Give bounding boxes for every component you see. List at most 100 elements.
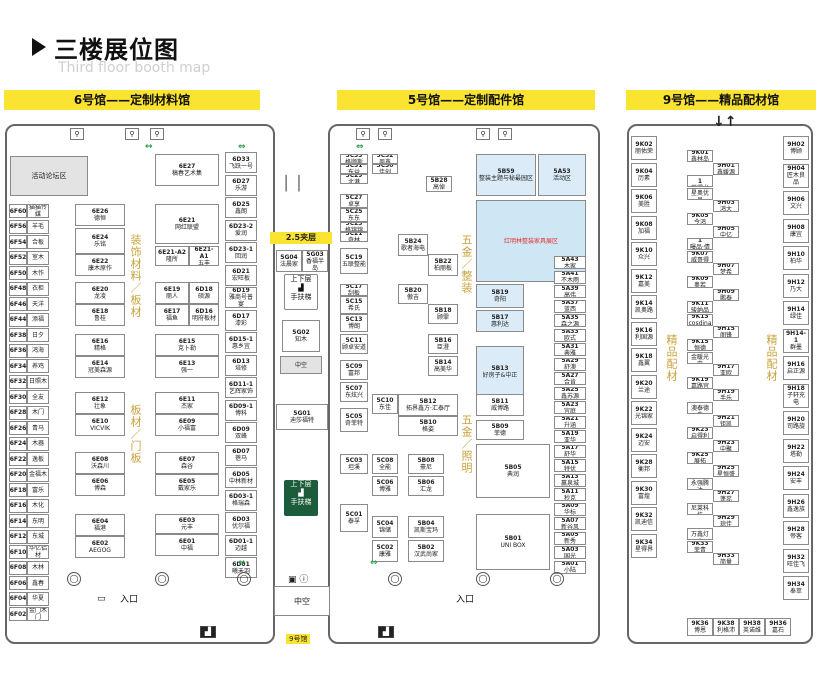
booth-6f-name[interactable]: 添福 [27, 312, 49, 327]
booth-9mid[interactable]: 9K27永强腾达 [687, 477, 713, 490]
booth-6f-code[interactable]: 6F34 [9, 359, 27, 373]
booth-6f-name[interactable]: 养鸡 [27, 359, 49, 373]
booth-6f-code[interactable]: 6F02 [9, 607, 27, 621]
booth-6f-code[interactable]: 6F56 [9, 219, 27, 234]
void-area[interactable]: 中空 [280, 356, 322, 374]
booth-6f-code[interactable]: 6F48 [9, 281, 27, 296]
booth-6f-code[interactable]: 6F52 [9, 250, 27, 265]
booth-6f-code[interactable]: 6F60 [9, 204, 27, 218]
booth-6f-code[interactable]: 6F54 [9, 235, 27, 249]
booth-6f-name[interactable]: 衣柜 [27, 281, 49, 296]
booth-6f-name[interactable]: 天洋 [27, 297, 49, 311]
booth-9mid[interactable]: 9K21澳泰德鑫 [687, 402, 713, 414]
booth-6f-name[interactable]: 羊毛 [27, 219, 49, 234]
booth-6f-code[interactable]: 6F06 [9, 576, 27, 590]
booth-6f-code[interactable]: 6F16 [9, 498, 27, 513]
booth-6f-name[interactable]: 猫猫传媒 [27, 204, 49, 218]
booth-6f-name[interactable]: 木化 [27, 498, 49, 513]
booth-6f-name[interactable]: 日照木 [27, 374, 49, 389]
booth-6f-code[interactable]: 6F32 [9, 374, 27, 389]
booth-6f-name[interactable]: 室木 [27, 250, 49, 265]
booth-6f-code[interactable]: 6F10 [9, 545, 27, 559]
booth-6f-code[interactable]: 6F28 [9, 405, 27, 420]
booth-6f-code[interactable]: 6F26 [9, 421, 27, 435]
booth-6f-code[interactable]: 6F20 [9, 467, 27, 482]
booth-6f-name[interactable]: 木器 [27, 436, 49, 451]
booth-6f-code[interactable]: 6F12 [9, 529, 27, 544]
booth-6f-name[interactable]: 富乐 [27, 483, 49, 497]
escalator-upper[interactable]: 上下层▟手扶梯 [284, 274, 318, 310]
booth-9mid[interactable]: 9K31万鑫灯火 [687, 528, 713, 540]
